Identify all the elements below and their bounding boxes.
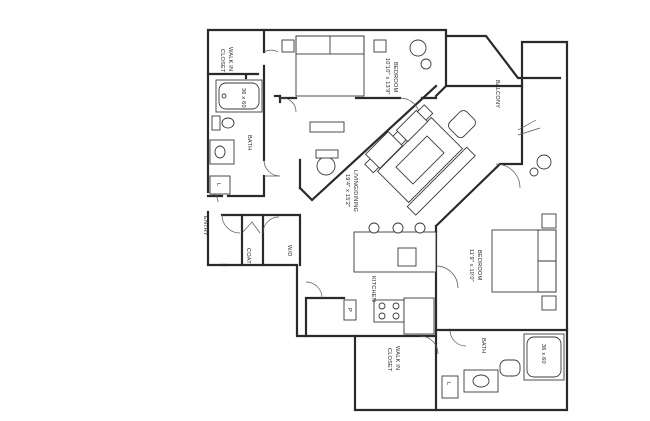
top-bath-fixtures	[209, 79, 263, 195]
label-bedroom-top: BEDROOM	[392, 62, 398, 92]
label-balcony: BALCONY	[494, 80, 500, 108]
top-bedroom-furniture	[281, 35, 432, 133]
label-living-dining-size: 19'4" x 15'2"	[344, 174, 350, 207]
exterior-walls	[206, 28, 569, 412]
label-living-dining: LIVING/DINING	[352, 170, 358, 212]
label-walk-in-closet-bottom-1: WALK IN	[394, 346, 400, 370]
label-kitchen: KITCHEN	[370, 276, 376, 302]
label-entry: ENTRY	[202, 216, 208, 236]
label-walk-in-closet-top-1: WALK IN	[227, 47, 233, 71]
label-linen-bottom: L	[445, 382, 451, 385]
label-bath-top: BATH	[246, 135, 252, 150]
label-bath-bottom: BATH	[480, 338, 486, 353]
living-dining-furniture	[315, 104, 552, 216]
label-walk-in-closet-bottom-2: CLOSET	[386, 348, 392, 372]
kitchen-fixtures	[343, 222, 437, 335]
room-labels: WALK IN CLOSET BEDROOM 10'10" x 13'9" BA…	[202, 47, 546, 385]
label-tub-top: 36 x 60	[240, 88, 246, 108]
right-bedroom-furniture	[491, 213, 557, 311]
label-bedroom-top-size: 10'10" x 13'9"	[384, 58, 390, 95]
label-bedroom-right-size: 11'9" x 10'0"	[468, 249, 474, 282]
label-tub-bottom: 36 x 60	[540, 344, 546, 364]
bottom-bath-fixtures	[441, 333, 565, 399]
label-walk-in-closet-top-2: CLOSET	[219, 49, 225, 73]
label-pantry: P	[346, 308, 352, 312]
label-coat: COAT	[245, 248, 251, 264]
label-bedroom-right: BEDROOM	[476, 250, 482, 280]
label-linen-top: L	[215, 183, 221, 186]
label-wd: W/D	[286, 245, 292, 256]
doors	[207, 49, 541, 355]
